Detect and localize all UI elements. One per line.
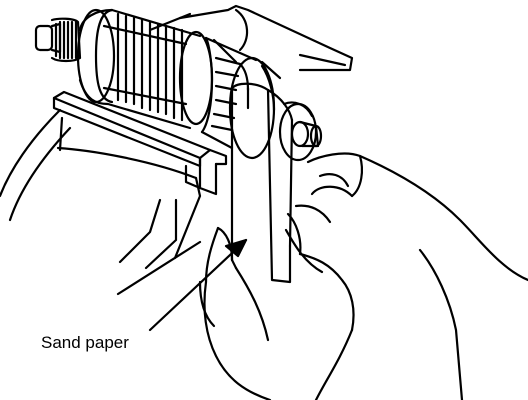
shaft-end <box>34 17 82 63</box>
right-hand <box>284 152 528 400</box>
commutator <box>200 36 282 160</box>
sand-paper-strip <box>230 82 294 284</box>
sand-paper-label: Sand paper <box>41 333 129 352</box>
armature-core <box>76 8 214 130</box>
motor-housing <box>0 4 354 270</box>
callout-leader <box>116 238 248 332</box>
support-bracket <box>52 90 228 196</box>
shaft-end-right <box>278 101 323 162</box>
